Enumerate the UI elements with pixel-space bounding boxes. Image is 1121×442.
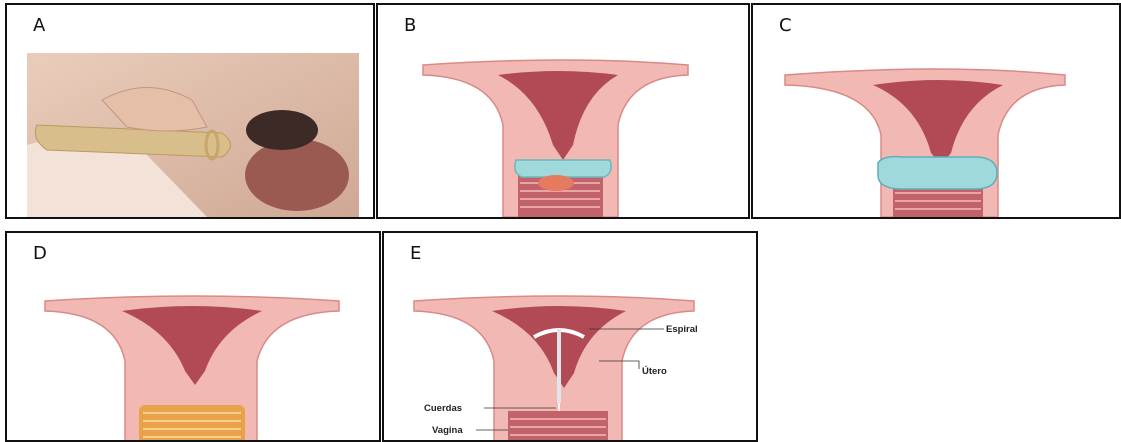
vaginal-ring-illustration	[7, 233, 381, 442]
panel-b: B	[376, 3, 750, 219]
condom-illustration	[7, 5, 375, 219]
label-vagina: Vagina	[432, 425, 463, 436]
label-cuerdas: Cuerdas	[424, 403, 462, 414]
cervical-cap-illustration	[753, 5, 1121, 219]
diaphragm-device	[515, 160, 611, 177]
uterus-cross-section	[785, 69, 1065, 217]
panel-c: C	[751, 3, 1121, 219]
panel-a: A	[5, 3, 375, 219]
label-utero: Útero	[642, 365, 667, 377]
pubic-hair-shape	[246, 110, 318, 150]
label-espiral: Espiral	[666, 324, 698, 335]
uterus-cross-section	[423, 60, 688, 217]
panel-e: E Espiral Útero Cuerdas Vagina	[382, 231, 758, 442]
spermicide-shape	[538, 175, 574, 191]
panel-d: D	[5, 231, 381, 442]
scrotum-shape	[245, 139, 349, 211]
cervical-cap-device	[878, 157, 997, 189]
diaphragm-illustration	[378, 5, 750, 219]
iud-illustration: Espiral Útero Cuerdas Vagina	[384, 233, 758, 442]
